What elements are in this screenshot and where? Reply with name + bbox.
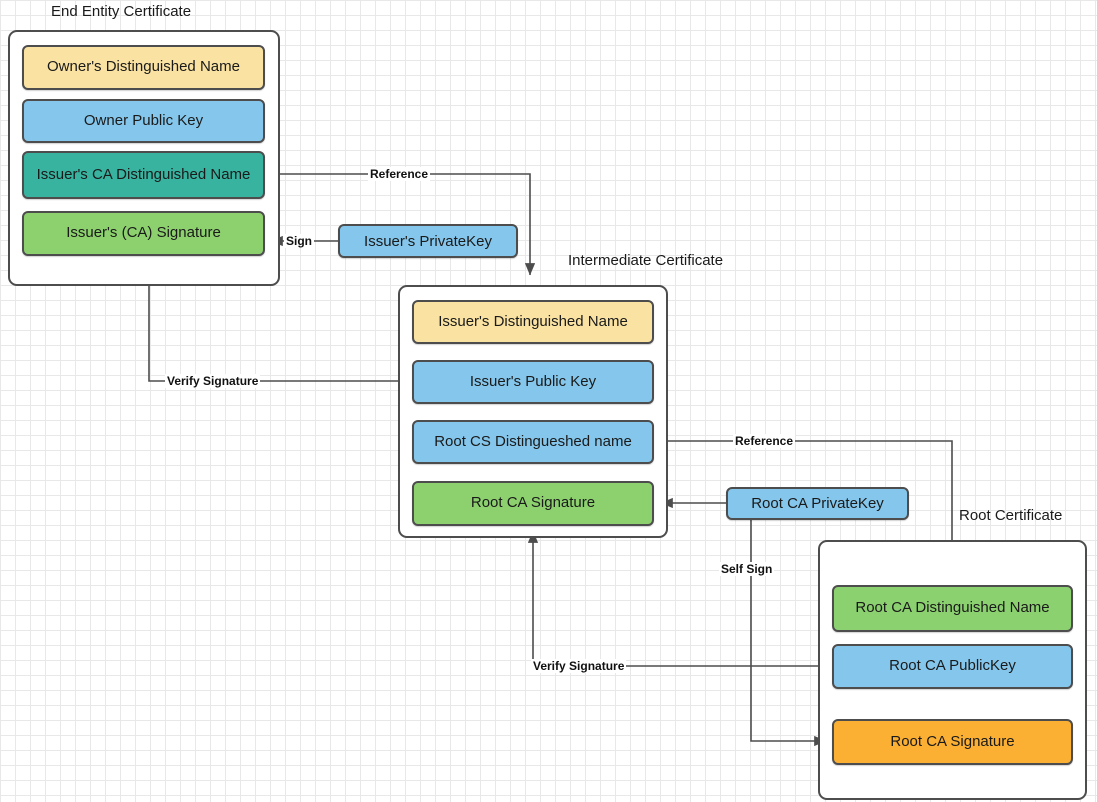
edge-self-sign [750,520,827,747]
group-title-intermediate: Intermediate Certificate [568,252,724,269]
field-owner-distinguished-name[interactable]: Owner's Distinguished Name [22,45,265,90]
key-issuers-privatekey[interactable]: Issuer's PrivateKey [338,224,518,258]
edge-verify-signature-bottom [527,530,833,667]
field-root-ca-publickey[interactable]: Root CA PublicKey [832,644,1073,689]
edge-label-reference-top: Reference [368,167,431,181]
edge-label-self-sign: Self Sign [719,562,775,576]
field-issuer-public-key[interactable]: Issuer's Public Key [412,360,654,404]
group-title-end-entity: End Entity Certificate [51,3,192,20]
group-title-root: Root Certificate [959,507,1063,524]
edge-label-sign: Sign [284,234,314,248]
field-issuer-ca-signature[interactable]: Issuer's (CA) Signature [22,211,265,256]
edge-label-verify-signature-bottom: Verify Signature [531,659,627,673]
field-issuer-ca-distinguished-name[interactable]: Issuer's CA Distinguished Name [22,151,265,199]
field-root-ca-distinguished-name[interactable]: Root CA Distinguished Name [832,585,1073,632]
edge-label-reference-mid: Reference [733,434,796,448]
key-root-ca-privatekey[interactable]: Root CA PrivateKey [726,487,909,520]
field-root-ca-signature-root[interactable]: Root CA Signature [832,719,1073,765]
field-root-cs-distingueshed-name[interactable]: Root CS Distingueshed name [412,420,654,464]
field-issuer-distinguished-name[interactable]: Issuer's Distinguished Name [412,300,654,344]
field-owner-public-key[interactable]: Owner Public Key [22,99,265,143]
field-root-ca-signature-intermediate[interactable]: Root CA Signature [412,481,654,526]
edge-label-verify-signature-top: Verify Signature [165,374,261,388]
